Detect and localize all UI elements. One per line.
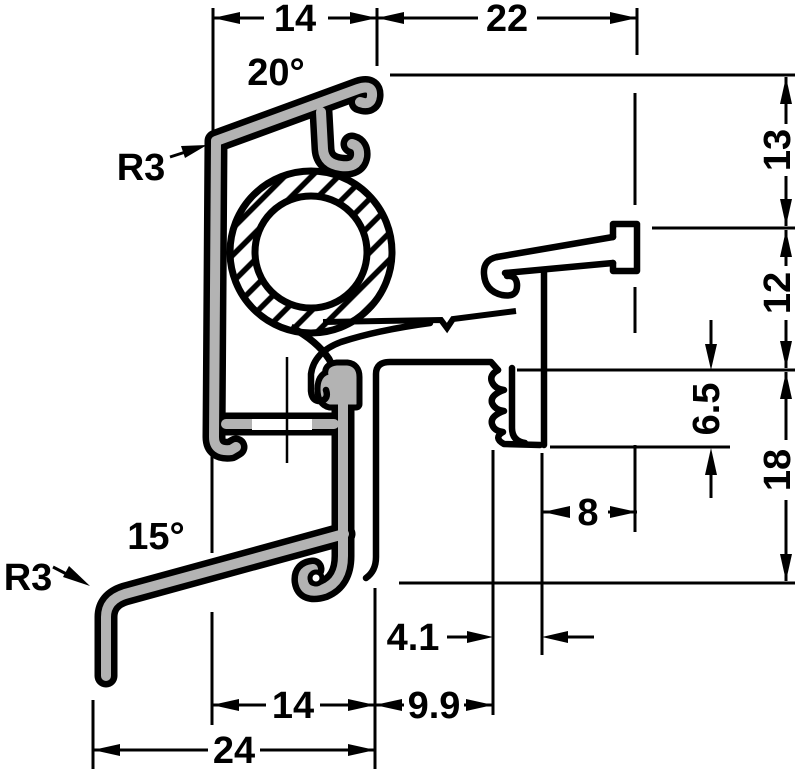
- dim-label-12: 12: [757, 272, 799, 314]
- counter-profile: [307, 220, 641, 582]
- dim-label-13: 13: [757, 129, 799, 171]
- dim-label-8: 8: [577, 492, 598, 534]
- dim-label-22: 22: [486, 0, 528, 40]
- profile-core-grey: [101, 82, 378, 681]
- dim-label-14-bottom: 14: [272, 685, 314, 727]
- hook-drain-hole: [307, 569, 325, 587]
- dim-label-24: 24: [213, 730, 255, 769]
- dimension-labels: 14 22 13 12 6.5 18 8 4.1 9.9 14 24 20° 1…: [4, 0, 799, 769]
- dim-label-14-top: 14: [274, 0, 316, 40]
- rebate-wall: [362, 358, 502, 582]
- extension-lines: [91, 8, 795, 769]
- serrated-strip-inner: [508, 364, 529, 447]
- dimension-arrows: [63, 12, 792, 756]
- dim-label-6-5: 6.5: [686, 383, 728, 436]
- drip-flange-bottom: [501, 259, 617, 277]
- dim-label-9-9: 9.9: [408, 685, 461, 727]
- drip-hook: [480, 253, 521, 299]
- t-end: [609, 220, 641, 275]
- angle-label-15: 15°: [127, 516, 184, 558]
- serrated-strip: [488, 366, 544, 449]
- bridge-notch: [252, 419, 312, 430]
- support-lip-line: [322, 308, 517, 334]
- stud-hook: [307, 319, 434, 405]
- dim-label-18: 18: [757, 449, 799, 491]
- drip-flange-top: [493, 233, 617, 261]
- gasket-ring: [226, 167, 396, 337]
- dim-label-4-1: 4.1: [387, 617, 440, 659]
- radius-label-r3-top: R3: [117, 147, 166, 189]
- radius-label-r3-bottom: R3: [4, 557, 53, 599]
- angle-label-20: 20°: [247, 52, 304, 94]
